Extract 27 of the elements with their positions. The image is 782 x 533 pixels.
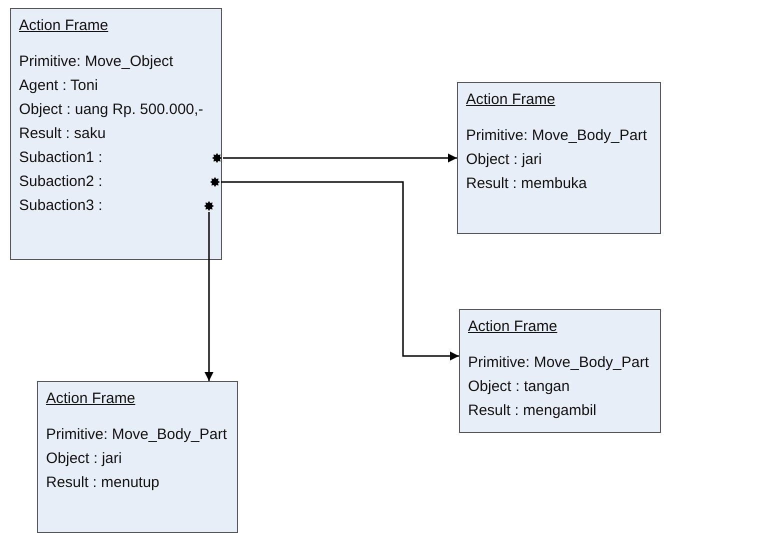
action-frame-box bbox=[459, 309, 661, 433]
frame-slot: Primitive: Move_Object bbox=[19, 53, 174, 70]
frame-slot: Result : saku bbox=[19, 125, 106, 142]
arrow bbox=[204, 212, 214, 381]
frame-title: Action Frame bbox=[468, 317, 558, 337]
action-frame-box bbox=[37, 381, 238, 533]
frame-slot: Primitive: Move_Body_Part bbox=[466, 127, 647, 144]
frame-slot: Object : tangan bbox=[468, 378, 570, 395]
frame-slot: Result : menutup bbox=[46, 474, 160, 491]
frame-slot: Subaction1 : bbox=[19, 149, 102, 166]
frame-slot: Object : uang Rp. 500.000,- bbox=[19, 101, 204, 118]
arrow bbox=[223, 154, 457, 162]
frame-slot: Object : jari bbox=[46, 450, 122, 467]
frame-slot: Agent : Toni bbox=[19, 77, 98, 94]
arrow bbox=[221, 181, 459, 360]
frame-slot: Result : membuka bbox=[466, 175, 587, 192]
frame-slot: Subaction2 : bbox=[19, 173, 102, 190]
frame-title: Action Frame bbox=[19, 16, 108, 36]
frame-slot: Result : mengambil bbox=[468, 402, 596, 419]
frame-slot: Primitive: Move_Body_Part bbox=[46, 426, 227, 443]
frame-title: Action Frame bbox=[466, 90, 556, 110]
action-frame-box bbox=[10, 8, 222, 260]
frame-title: Action Frame bbox=[46, 389, 136, 409]
action-frame-box bbox=[457, 82, 661, 234]
frame-slot: Primitive: Move_Body_Part bbox=[468, 354, 649, 371]
frame-slot: Subaction3 : bbox=[19, 197, 102, 214]
frame-slot: Object : jari bbox=[466, 151, 542, 168]
